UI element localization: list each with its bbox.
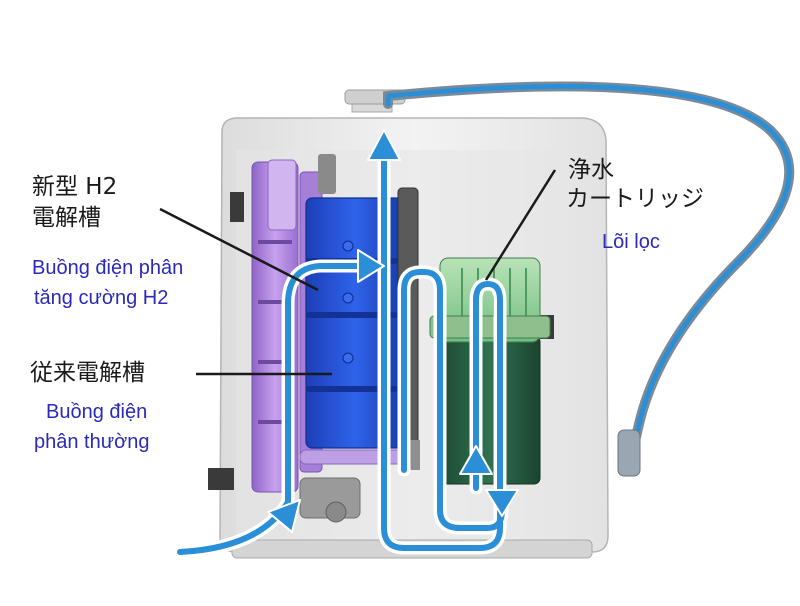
- label-new-cell-vn-line1: Buồng điện phân: [32, 257, 184, 279]
- label-old-cell-vn-line2: phân thường: [34, 431, 150, 453]
- label-old-cell-vn-line1: Buồng điện: [46, 401, 148, 423]
- arrow-into-filter: [459, 445, 493, 475]
- label-new-cell-jp-line2: 電解槽: [32, 205, 101, 231]
- leader-filter: [484, 169, 557, 281]
- leader-lines: [159, 169, 557, 376]
- arrow-filter-down: [485, 489, 519, 517]
- leader-new-cell: [159, 207, 319, 292]
- label-new-cell-vn-line2: tăng cường H2: [34, 287, 169, 309]
- label-new-cell-jp-line1: 新型 H2: [32, 174, 118, 200]
- label-filter-vn: Lõi lọc: [602, 231, 660, 253]
- arrow-into-cell: [357, 249, 385, 283]
- flow-arrowheads: [267, 129, 519, 533]
- hose: [383, 81, 795, 477]
- label-old-cell-jp: 従来電解槽: [30, 360, 145, 386]
- filter-cartridge: [429, 257, 551, 485]
- water-flow-path: [173, 143, 509, 559]
- arrow-inlet: [267, 499, 301, 533]
- label-filter-jp-line2: カートリッジ: [566, 186, 704, 212]
- arrow-up-outlet: [367, 129, 401, 161]
- label-filter-jp-line1: 浄水: [568, 157, 614, 183]
